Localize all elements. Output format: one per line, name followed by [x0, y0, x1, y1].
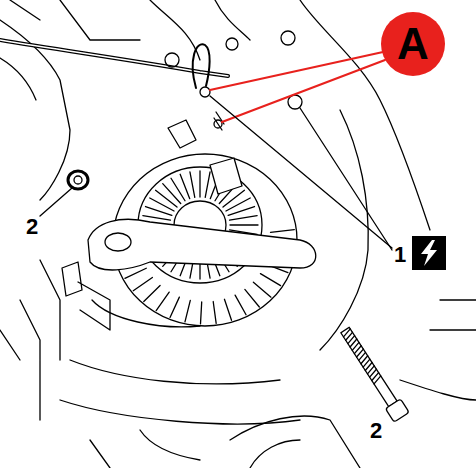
engine-outline: [10, 0, 140, 40]
housing-edge: [92, 300, 200, 327]
cable-loop: [193, 44, 210, 88]
nut: [165, 53, 179, 67]
callout-number: 2: [370, 420, 382, 442]
bracket-lug: [62, 262, 110, 330]
callout-number: 1: [394, 244, 406, 266]
callout-letter: A: [397, 22, 429, 66]
washer: [74, 176, 82, 184]
engine-outline: [90, 430, 200, 468]
lightning-symbol: [421, 240, 437, 266]
terminal-nut: [200, 87, 210, 97]
mounting-bolt: [337, 325, 409, 422]
engine-outline: [60, 360, 300, 424]
callout-number: 2: [26, 216, 38, 238]
engine-outline: [320, 110, 368, 350]
nut: [281, 31, 295, 45]
leader-line: [40, 188, 72, 216]
callout-circle: A: [381, 12, 445, 76]
engine-outline: [230, 416, 360, 468]
engine-outline: [0, 260, 60, 420]
leader-line: [210, 96, 392, 248]
leader-line: [300, 108, 392, 250]
mounting-bracket: [88, 219, 316, 270]
nut: [226, 38, 238, 50]
engine-outline: [0, 58, 36, 100]
bracket-hole: [105, 233, 131, 251]
engine-outline: [150, 0, 250, 60]
terminal-boot: [210, 158, 242, 194]
washer: [68, 171, 88, 189]
engine-outline: [400, 300, 476, 400]
electrical-symbol: [412, 236, 446, 270]
terminal-boot: [168, 120, 196, 148]
